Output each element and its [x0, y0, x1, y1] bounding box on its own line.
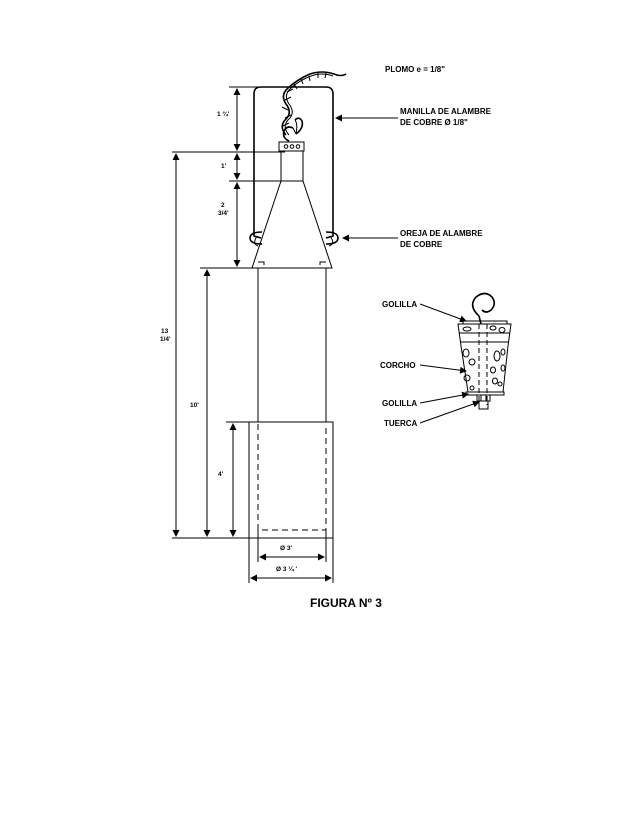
label-golilla-bottom: GOLILLA	[382, 399, 417, 408]
dim-cone-label-2: 3/4'	[218, 210, 229, 217]
dim-outer-diameter-label: Ø 3 ¼ '	[276, 565, 298, 573]
dim-cone-label-1: 2	[221, 202, 225, 209]
cone-ear-mark-left	[258, 261, 265, 265]
top-hook	[282, 117, 304, 142]
top-block-hole	[295, 144, 301, 149]
bottom-weight	[248, 421, 334, 539]
label-golilla-top: GOLILLA	[382, 300, 417, 309]
main-callouts: MANILLA DE ALAMBRE DE COBRE Ø 1/8" OREJA…	[335, 107, 492, 249]
label-oreja-1: OREJA DE ALAMBRE	[400, 229, 483, 238]
dim-block-label: 1'	[221, 163, 227, 170]
label-manilla-1: MANILLA DE ALAMBRE	[400, 107, 492, 116]
leader-tuerca	[419, 400, 480, 424]
dim-total-label-1: 13	[161, 328, 169, 335]
dim-body-label: 10'	[190, 402, 199, 409]
cork-texture	[462, 325, 506, 391]
plomo-title: PLOMO e = 1/8"	[385, 65, 445, 74]
label-oreja-2: DE COBRE	[400, 240, 443, 249]
detail-hook	[471, 292, 496, 317]
detail-cork	[457, 323, 512, 393]
leader-golilla-bottom	[419, 391, 469, 404]
cone-ear-mark-right	[319, 261, 326, 265]
top-block-hole	[289, 144, 295, 149]
dim-total-label-2: 1/4'	[160, 336, 171, 343]
top-block	[278, 141, 305, 152]
label-corcho: CORCHO	[380, 361, 416, 370]
stopper-detail: GOLILLA CORCHO GOLILLA TUERCA	[380, 292, 512, 428]
cone	[251, 180, 333, 269]
top-block-hole	[283, 144, 289, 149]
label-manilla-2: DE COBRE Ø 1/8"	[400, 118, 468, 127]
inner-cavity	[257, 424, 327, 531]
plumb-bob	[248, 71, 347, 539]
figure-caption: FIGURA Nº 3	[310, 596, 382, 610]
dim-inner-diameter-label: Ø 3'	[280, 545, 292, 552]
leader-corcho	[419, 364, 467, 374]
copper-ear-right	[325, 231, 339, 245]
copper-ear-left	[249, 231, 263, 245]
dimensions: 1 ¾' 1' 2 3/4' 13 1/4' 10' 4' Ø 3' Ø 3 ¼…	[160, 86, 334, 583]
label-tuerca: TUERCA	[384, 419, 418, 428]
dim-bottom-label: 4'	[218, 471, 224, 478]
twisted-wire-chain	[281, 71, 347, 136]
dim-handle-label: 1 ¾'	[217, 110, 230, 118]
copper-wire-handle	[253, 86, 334, 239]
leader-golilla-top	[419, 303, 467, 323]
